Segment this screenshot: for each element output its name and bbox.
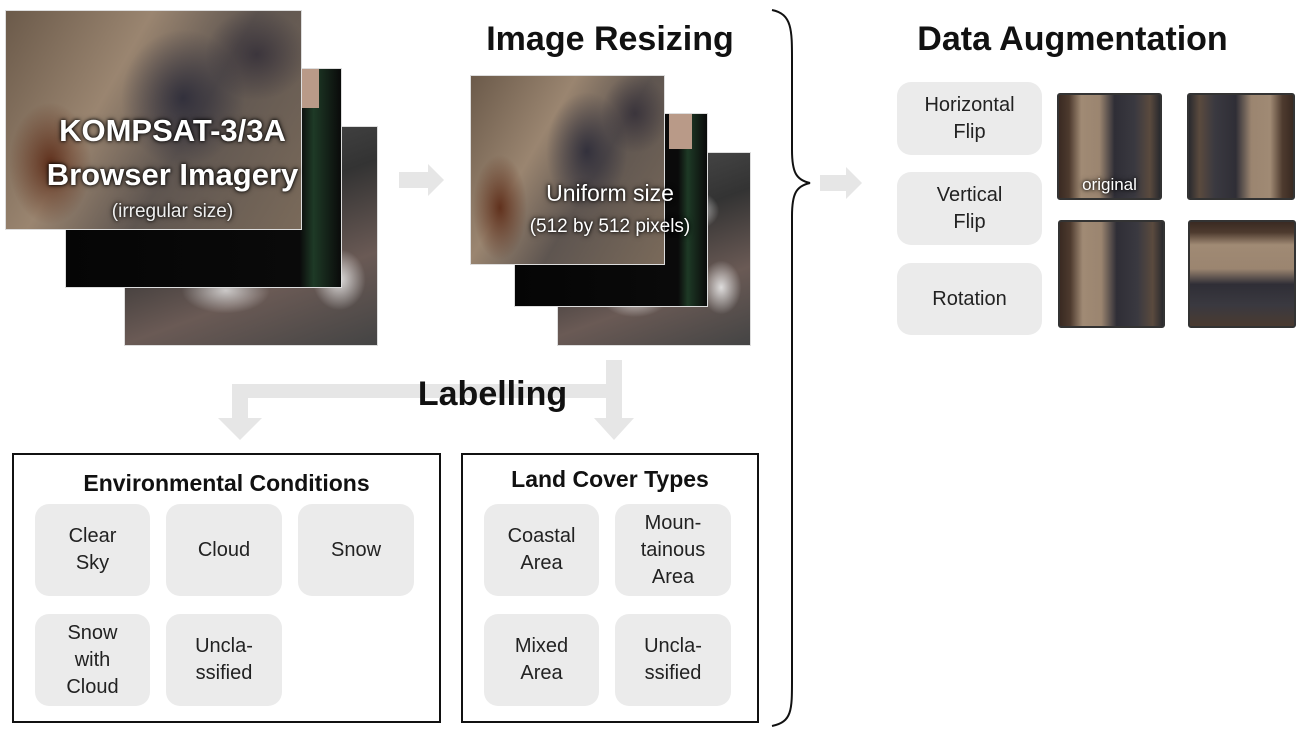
env-tile-cloud: Cloud — [166, 504, 282, 596]
labelling-title: Labelling — [417, 375, 568, 413]
rotation-tile: Rotation — [897, 263, 1042, 335]
arrow-right-icon — [820, 167, 862, 199]
horizontal-flip-tile: Horizontal Flip — [897, 82, 1042, 155]
environmental-conditions-box: Environmental Conditions — [12, 453, 441, 723]
env-tile-unclassified: Uncla- ssified — [166, 614, 282, 706]
input-title-line2: Browser Imagery — [46, 157, 299, 192]
original-thumbnail: original — [1057, 93, 1162, 200]
env-tile-clear-sky: Clear Sky — [35, 504, 150, 596]
land-tile-mixed: Mixed Area — [484, 614, 599, 706]
resizing-line1: Uniform size — [546, 180, 674, 206]
env-tile-snow: Snow — [298, 504, 414, 596]
rotation-thumbnail — [1188, 220, 1296, 328]
land-tile-unclassified: Uncla- ssified — [615, 614, 731, 706]
land-cover-types-box: Land Cover Types — [461, 453, 759, 723]
satellite-image — [470, 75, 665, 265]
land-cover-title: Land Cover Types — [511, 466, 709, 492]
resizing-line2: (512 by 512 pixels) — [529, 216, 691, 237]
augmentation-title: Data Augmentation — [917, 20, 1228, 58]
land-tile-coastal: Coastal Area — [484, 504, 599, 596]
brace-icon — [771, 9, 811, 727]
horizontal-flip-thumbnail — [1187, 93, 1295, 200]
vertical-flip-thumbnail — [1058, 220, 1165, 328]
land-tile-mountainous: Moun- tainous Area — [615, 504, 731, 596]
satellite-image — [5, 10, 302, 230]
env-tile-snow-with-cloud: Snow with Cloud — [35, 614, 150, 706]
arrow-right-icon — [399, 164, 444, 196]
input-title-line1: KOMPSAT-3/3A — [59, 113, 286, 148]
original-label: original — [1082, 175, 1137, 194]
input-note: (irregular size) — [111, 201, 234, 222]
environmental-title: Environmental Conditions — [83, 470, 370, 496]
vertical-flip-tile: Vertical Flip — [897, 172, 1042, 245]
resizing-title: Image Resizing — [486, 20, 734, 58]
